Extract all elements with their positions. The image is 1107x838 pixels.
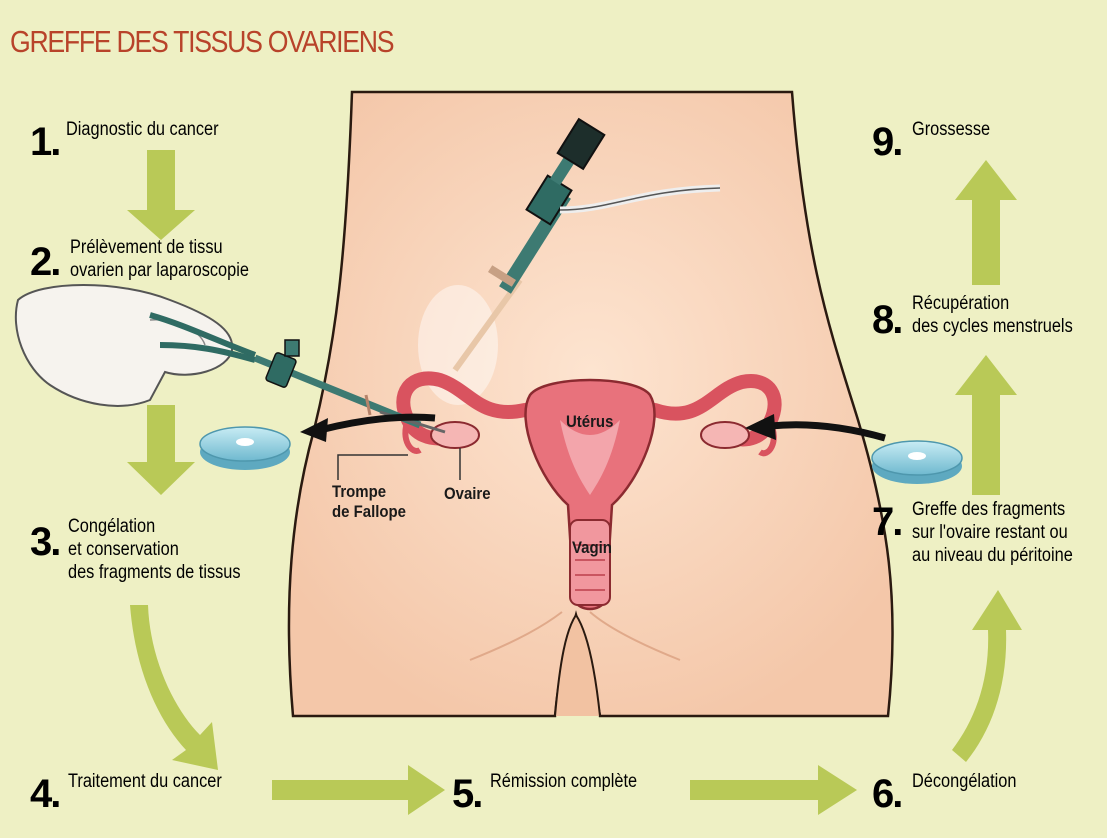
step-9-number: 9. [872, 120, 901, 165]
step-5-text: Rémission complète [490, 770, 637, 793]
step-3-number: 3. [30, 520, 59, 565]
left-ovary [431, 422, 479, 448]
right-ovary [701, 422, 749, 448]
step-8-number: 8. [872, 298, 901, 343]
fallopian-tube-label: Trompe de Fallope [332, 482, 406, 522]
petri-dish-left-icon [200, 427, 290, 470]
step-7-text: Greffe des fragments sur l'ovaire restan… [912, 498, 1073, 567]
step-2-number: 2. [30, 240, 59, 285]
petri-dish-right-icon [872, 441, 962, 484]
step-8-text: Récupération des cycles menstruels [912, 292, 1073, 338]
vagina-label: Vagin [572, 538, 612, 558]
step-9-text: Grossesse [912, 118, 990, 141]
step-4-number: 4. [30, 772, 59, 817]
step-5-number: 5. [452, 772, 481, 817]
step-6-number: 6. [872, 772, 901, 817]
step-4-text: Traitement du cancer [68, 770, 222, 793]
step-6-text: Décongélation [912, 770, 1016, 793]
step-3-text: Congélation et conservation des fragment… [68, 515, 241, 584]
uterus-label: Utérus [566, 412, 613, 432]
ovary-label: Ovaire [444, 484, 491, 504]
step-1-number: 1. [30, 120, 59, 165]
step-1-text: Diagnostic du cancer [66, 118, 219, 141]
step-7-number: 7. [872, 500, 901, 545]
step-2-text: Prélèvement de tissu ovarien par laparos… [70, 236, 249, 282]
